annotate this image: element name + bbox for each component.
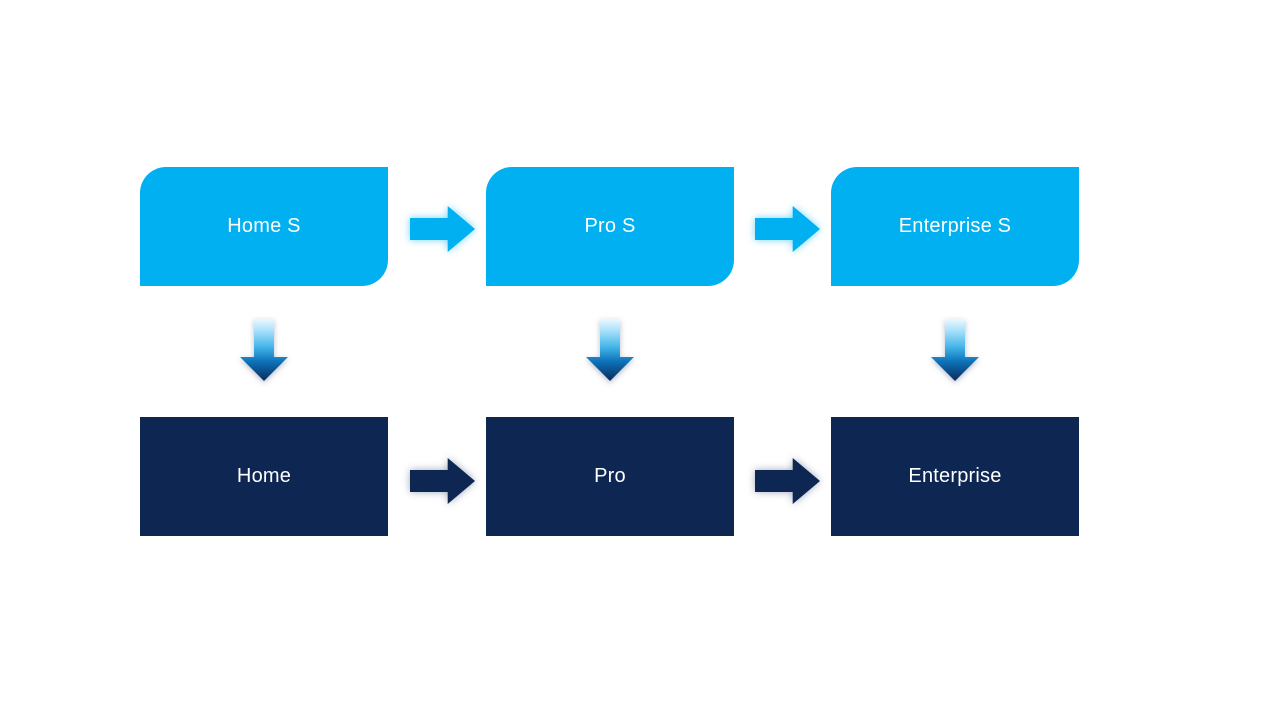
right-arrow-shape xyxy=(410,206,475,252)
node-enterprise: Enterprise xyxy=(831,417,1079,536)
node-home-s: Home S xyxy=(140,167,388,286)
node-home: Home xyxy=(140,417,388,536)
down-arrow-shape xyxy=(586,319,634,381)
right-arrow-shape xyxy=(755,206,820,252)
down-arrow-icon xyxy=(931,319,979,381)
right-arrow-shape xyxy=(410,458,475,504)
node-label: Home xyxy=(236,465,292,487)
node-enterprise-s: Enterprise S xyxy=(831,167,1079,286)
node-label: Pro S xyxy=(584,215,636,237)
node-label: Enterprise S xyxy=(898,215,1012,237)
right-arrow-icon xyxy=(410,458,475,504)
right-arrow-shape xyxy=(755,458,820,504)
down-arrow-shape xyxy=(931,319,979,381)
right-arrow-icon xyxy=(755,458,820,504)
node-pro: Pro xyxy=(486,417,734,536)
node-label: Enterprise xyxy=(908,465,1002,487)
down-arrow-icon xyxy=(586,319,634,381)
down-arrow-icon xyxy=(240,319,288,381)
node-pro-s: Pro S xyxy=(486,167,734,286)
node-label: Home S xyxy=(227,215,301,237)
right-arrow-icon xyxy=(410,206,475,252)
node-label: Pro xyxy=(594,465,626,487)
right-arrow-icon xyxy=(755,206,820,252)
down-arrow-shape xyxy=(240,319,288,381)
